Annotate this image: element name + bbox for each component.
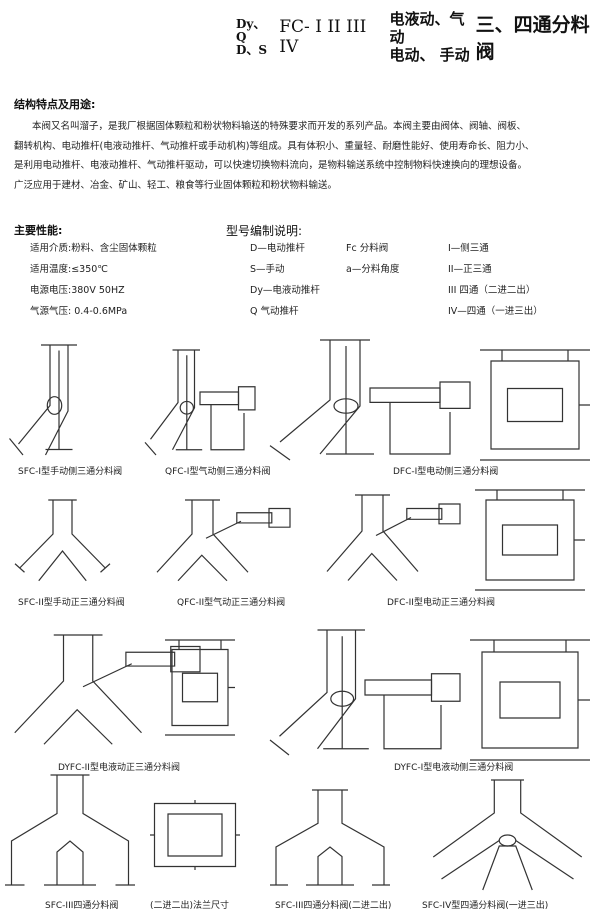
model-code-item: D—电动推杆 xyxy=(250,243,305,254)
model-code-item: Q 气动推杆 xyxy=(250,306,299,317)
model-code-heading: 型号编制说明: xyxy=(226,224,303,238)
valve-drawing xyxy=(475,490,585,590)
model-code-item: Fc 分料阀 xyxy=(346,243,389,254)
features-line: 广泛应用于建材、冶金、矿山、轻工、粮食等行业固体颗粒和粉状物料输送。 xyxy=(14,179,338,191)
model-code-item: IV—四通（一进三出） xyxy=(448,306,543,317)
title-prefix: Dy、Q D、S xyxy=(236,16,273,57)
valve-drawing xyxy=(270,340,470,460)
performance-item: 适用温度:≤350℃ xyxy=(30,264,108,275)
valve-drawing xyxy=(5,345,95,455)
valve-drawing xyxy=(15,500,110,585)
valve-drawing xyxy=(470,640,590,760)
features-line: 翻转机构、电动推杆(电液动推杆、气动推杆或手动机构)等组成。具有体积小、重量轻、… xyxy=(14,140,535,152)
valve-drawing xyxy=(5,635,200,750)
figure-caption: DFC-II型电动正三通分料阀 xyxy=(387,598,495,608)
figure-caption: DFC-I型电动侧三通分料阀 xyxy=(393,467,499,477)
title-drive-top: 电液动、气动 xyxy=(389,10,465,46)
figure-caption: SFC-I型手动侧三通分料阀 xyxy=(18,467,123,477)
figure-caption: SFC-IV型四通分料阀(一进三出) xyxy=(422,901,549,911)
title-suffix: 三、四通分料阀 xyxy=(475,14,590,63)
model-code-col2: Fc 分料阀 a—分料角度 xyxy=(346,238,399,280)
title-prefix-top: Dy、Q xyxy=(236,16,266,44)
figure-caption: DYFC-II型电液动正三通分料阀 xyxy=(58,763,180,773)
valve-drawing xyxy=(5,775,135,885)
valve-drawing xyxy=(165,640,235,735)
features-heading: 结构特点及用途: xyxy=(14,98,96,111)
figure-caption: SFC-III四通分料阀 xyxy=(45,901,119,911)
performance-item: 电源电压:380V 50HZ xyxy=(30,285,125,296)
title-drive-bottom: 电动、 手动 xyxy=(389,46,470,64)
model-code-col3: I—侧三通 II—正三通 III 四通（二进二出） IV—四通（一进三出） xyxy=(448,238,543,322)
performance-item: 气源气压: 0.4-0.6MPa xyxy=(30,306,128,317)
title-model: FC- I II III IV xyxy=(279,17,367,57)
features-text: 本阀又名叫溜子，是我厂根据固体颗粒和粉状物料输送的特殊要求而开发的系列产品。本阀… xyxy=(14,117,600,195)
features-line: 是利用电动推杆、电液动推杆、气动推杆驱动，可以快速切换物料流向，是物料输送系统中… xyxy=(14,160,528,171)
features-line: 本阀又名叫溜子，是我厂根据固体颗粒和粉状物料输送的特殊要求而开发的系列产品。本阀… xyxy=(32,121,527,132)
figure-caption: SFC-II型手动正三通分料阀 xyxy=(18,598,125,608)
performance-list: 适用介质:粉料、含尘固体颗粒 适用温度:≤350℃ 电源电压:380V 50HZ… xyxy=(30,238,157,322)
model-code-item: I—侧三通 xyxy=(448,243,489,254)
valve-drawing xyxy=(425,780,590,890)
figure-caption: QFC-II型气动正三通分料阀 xyxy=(177,598,286,608)
page-title: Dy、Q D、S FC- I II III IV 电液动、气动 电动、 手动 三… xyxy=(236,10,600,64)
model-code-item: S—手动 xyxy=(250,264,285,275)
model-code-item: III 四通（二进二出） xyxy=(448,285,536,296)
model-code-col1: D—电动推杆 S—手动 Dy—电液动推杆 Q 气动推杆 xyxy=(250,238,320,322)
figure-caption: QFC-I型气动侧三通分料阀 xyxy=(165,467,271,477)
valve-drawing xyxy=(145,350,255,455)
valve-drawing xyxy=(270,790,390,885)
figure-caption: SFC-III四通分料阀(二进二出) xyxy=(275,901,392,911)
model-code-item: Dy—电液动推杆 xyxy=(250,285,320,296)
performance-item: 适用介质:粉料、含尘固体颗粒 xyxy=(30,243,157,254)
valve-drawing xyxy=(150,800,240,870)
performance-heading: 主要性能: xyxy=(14,224,63,237)
valve-drawing xyxy=(150,500,290,585)
valve-drawing xyxy=(320,495,460,585)
model-code-item: II—正三通 xyxy=(448,264,492,275)
figure-caption: (二进二出)法兰尺寸 xyxy=(150,901,230,911)
valve-drawing xyxy=(270,630,460,755)
figure-caption: DYFC-I型电液动侧三通分料阀 xyxy=(394,763,514,773)
model-code-item: a—分料角度 xyxy=(346,264,400,275)
title-prefix-bottom: D、S xyxy=(236,42,268,57)
valve-drawing xyxy=(480,350,590,460)
